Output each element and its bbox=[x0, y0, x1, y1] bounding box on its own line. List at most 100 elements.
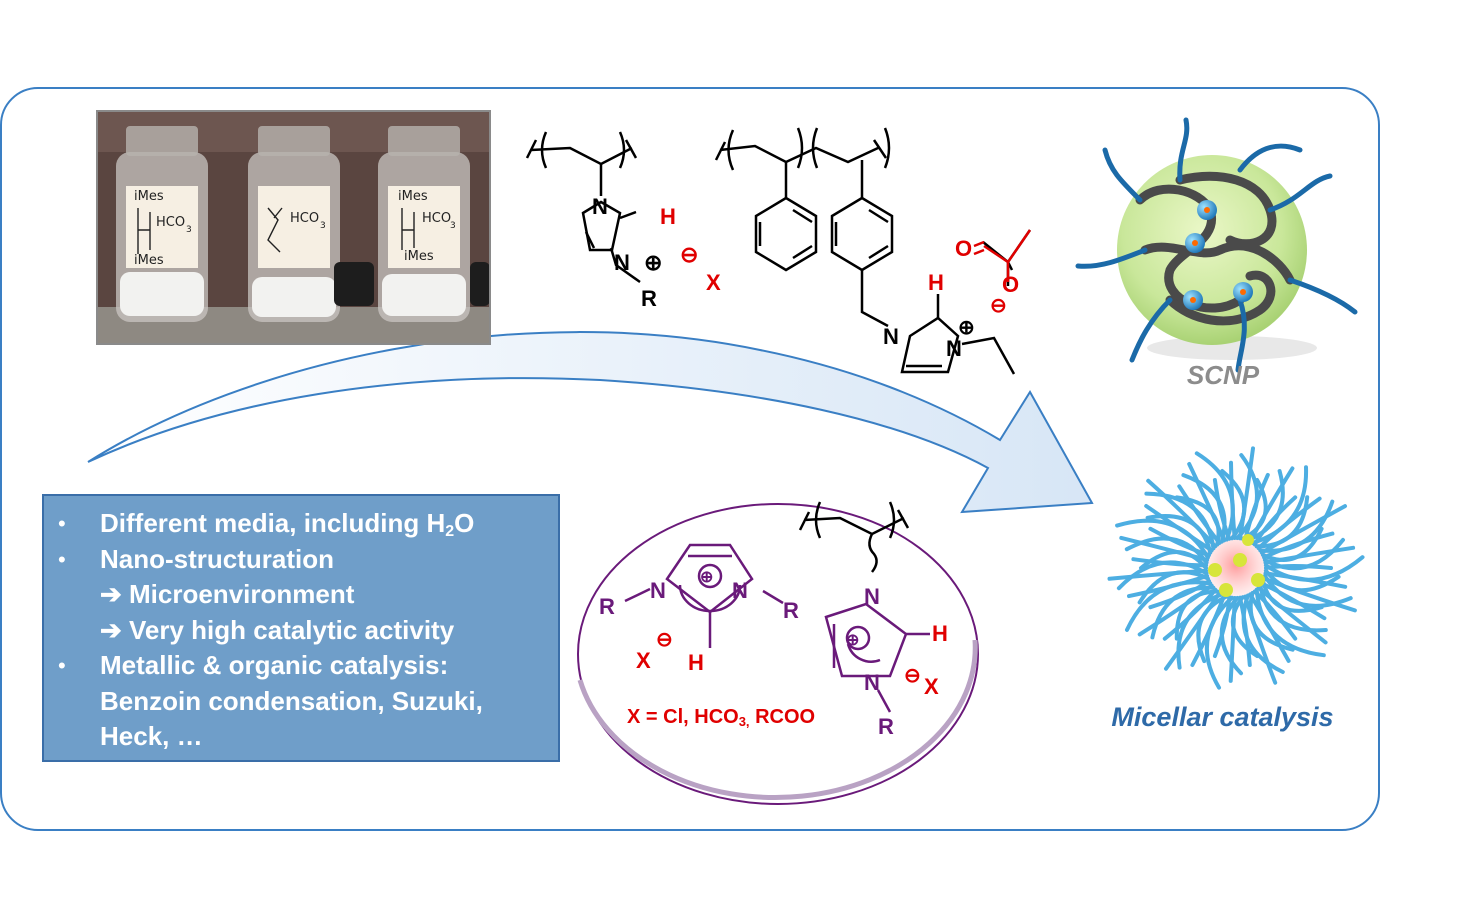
atom-h: H bbox=[660, 204, 676, 229]
feature-text: Heck, … bbox=[100, 721, 203, 751]
vial-label-text: 3 bbox=[320, 221, 326, 231]
charge-plus: ⊕ bbox=[644, 250, 662, 275]
micelle-strand bbox=[1146, 478, 1218, 549]
atom-x: X bbox=[636, 648, 651, 673]
micelle-strand bbox=[1212, 478, 1232, 541]
feature-item: • Nano-structuration ➔ Microenvironment … bbox=[44, 542, 558, 649]
feature-subitem: ➔ Very high catalytic activity bbox=[100, 614, 455, 645]
charge-minus: ⊖ bbox=[990, 295, 1007, 317]
vials-photo: iMes HCO 3 iMes HCO 3 iMes HCO 3 iMes bbox=[96, 110, 491, 345]
scnp-nanoparticle bbox=[1075, 117, 1358, 373]
micelle-strand bbox=[1205, 595, 1234, 690]
atom-n: N bbox=[614, 250, 630, 275]
atom-h: H bbox=[932, 621, 948, 646]
feature-text: O bbox=[454, 508, 475, 538]
micelle-strand bbox=[1252, 495, 1298, 547]
micelle-strand bbox=[1248, 466, 1295, 544]
feature-text: Nano-structuration bbox=[100, 543, 334, 574]
atom-n: N bbox=[864, 670, 880, 695]
micelle-strand bbox=[1148, 579, 1211, 610]
micelle-strand bbox=[1262, 537, 1345, 571]
atom-x: X bbox=[924, 674, 939, 699]
outer-frame bbox=[0, 87, 1380, 831]
charge-minus: ⊖ bbox=[904, 665, 921, 687]
micelle-strand bbox=[1137, 583, 1214, 637]
vial-label-text: HCO bbox=[422, 211, 451, 226]
bullet: • bbox=[58, 546, 66, 572]
feature-text: Different media, including H bbox=[100, 508, 446, 538]
atom-r: R bbox=[641, 286, 657, 311]
vial-label-text: 3 bbox=[186, 225, 192, 235]
atom-n: N bbox=[650, 578, 666, 603]
vial-label-text: HCO bbox=[156, 215, 185, 230]
poly-vinylimidazolium bbox=[525, 131, 641, 284]
scnp-label: SCNP bbox=[1186, 360, 1260, 390]
micelle-strand bbox=[1177, 484, 1222, 545]
feature-subitem: ➔ Microenvironment bbox=[100, 579, 355, 609]
charge-minus: ⊖ bbox=[656, 629, 673, 651]
feature-text: Metallic & organic catalysis: bbox=[100, 650, 449, 680]
vial-label-text: HCO bbox=[290, 211, 319, 226]
micelle-strand bbox=[1119, 535, 1210, 562]
atom-n: N bbox=[592, 194, 608, 219]
atom-x: X bbox=[706, 270, 721, 295]
micelle-strand bbox=[1164, 591, 1222, 671]
atom-h: H bbox=[688, 650, 704, 675]
micelle-illustration bbox=[1107, 446, 1365, 690]
vial-label-text: iMes bbox=[398, 189, 428, 204]
micelle-strand bbox=[1107, 568, 1209, 581]
feature-item: • Different media, including H2O bbox=[44, 506, 558, 542]
charge-plus: ⊕ bbox=[700, 569, 713, 586]
atom-n: N bbox=[946, 336, 962, 361]
bullet: • bbox=[58, 653, 66, 678]
vial-label-text: 3 bbox=[450, 221, 456, 231]
charge-minus: ⊖ bbox=[680, 242, 698, 267]
atom-n: N bbox=[883, 324, 899, 349]
micelle-strand bbox=[1262, 576, 1357, 613]
micelle-strand bbox=[1228, 596, 1237, 683]
atom-n: N bbox=[732, 578, 748, 603]
micelle-strand bbox=[1212, 595, 1232, 658]
subscript: 2 bbox=[445, 523, 455, 540]
micelle-strand bbox=[1229, 460, 1237, 540]
micelle-strand bbox=[1243, 594, 1278, 685]
micelle-strand bbox=[1194, 451, 1235, 542]
micellar-catalysis-label: Micellar catalysis bbox=[1111, 702, 1334, 732]
micelle-strand bbox=[1162, 587, 1218, 641]
atom-r: R bbox=[783, 598, 799, 623]
micelle-strand bbox=[1187, 462, 1227, 543]
micelle-strand bbox=[1238, 595, 1252, 667]
atom-o: O bbox=[1002, 272, 1019, 297]
bullet: • bbox=[58, 511, 66, 536]
micelle-strand bbox=[1263, 545, 1356, 565]
atom-o: O bbox=[955, 236, 972, 261]
micelle-strand bbox=[1238, 446, 1255, 541]
micelle-strand bbox=[1250, 465, 1309, 545]
vial-label-text: iMes bbox=[134, 253, 164, 268]
imidazolium-cation bbox=[624, 543, 784, 648]
micelle-strand bbox=[1248, 592, 1291, 663]
ionic-liquid-circle bbox=[577, 503, 979, 805]
poly-imidazolium-in-circle bbox=[798, 501, 910, 573]
formula-text: RCOO bbox=[749, 706, 816, 728]
poly-styrene-imidazolium bbox=[714, 127, 1032, 375]
micelle-strand bbox=[1131, 557, 1209, 568]
formula-text: X = Cl, HCO bbox=[627, 706, 739, 728]
micelle-strand bbox=[1252, 589, 1298, 641]
micelle-strand bbox=[1263, 555, 1365, 582]
vial-label-text: iMes bbox=[134, 189, 164, 204]
micelle-strand bbox=[1256, 585, 1328, 645]
atom-n: N bbox=[864, 584, 880, 609]
micelle-strand bbox=[1127, 574, 1210, 599]
micelle-strand bbox=[1144, 504, 1214, 553]
formula-subscript: 3, bbox=[738, 714, 750, 729]
anion-formula: X = Cl, HCO3, RCOO bbox=[627, 706, 815, 729]
vial-label-text: iMes bbox=[404, 249, 434, 264]
charge-plus: ⊕ bbox=[958, 317, 975, 339]
charge-plus: ⊕ bbox=[846, 632, 859, 649]
atom-r: R bbox=[878, 714, 894, 739]
micelle-strand bbox=[1259, 504, 1347, 555]
feature-list-box: • Different media, including H2O • Nano-… bbox=[42, 494, 560, 762]
micelle-strand bbox=[1262, 531, 1335, 560]
